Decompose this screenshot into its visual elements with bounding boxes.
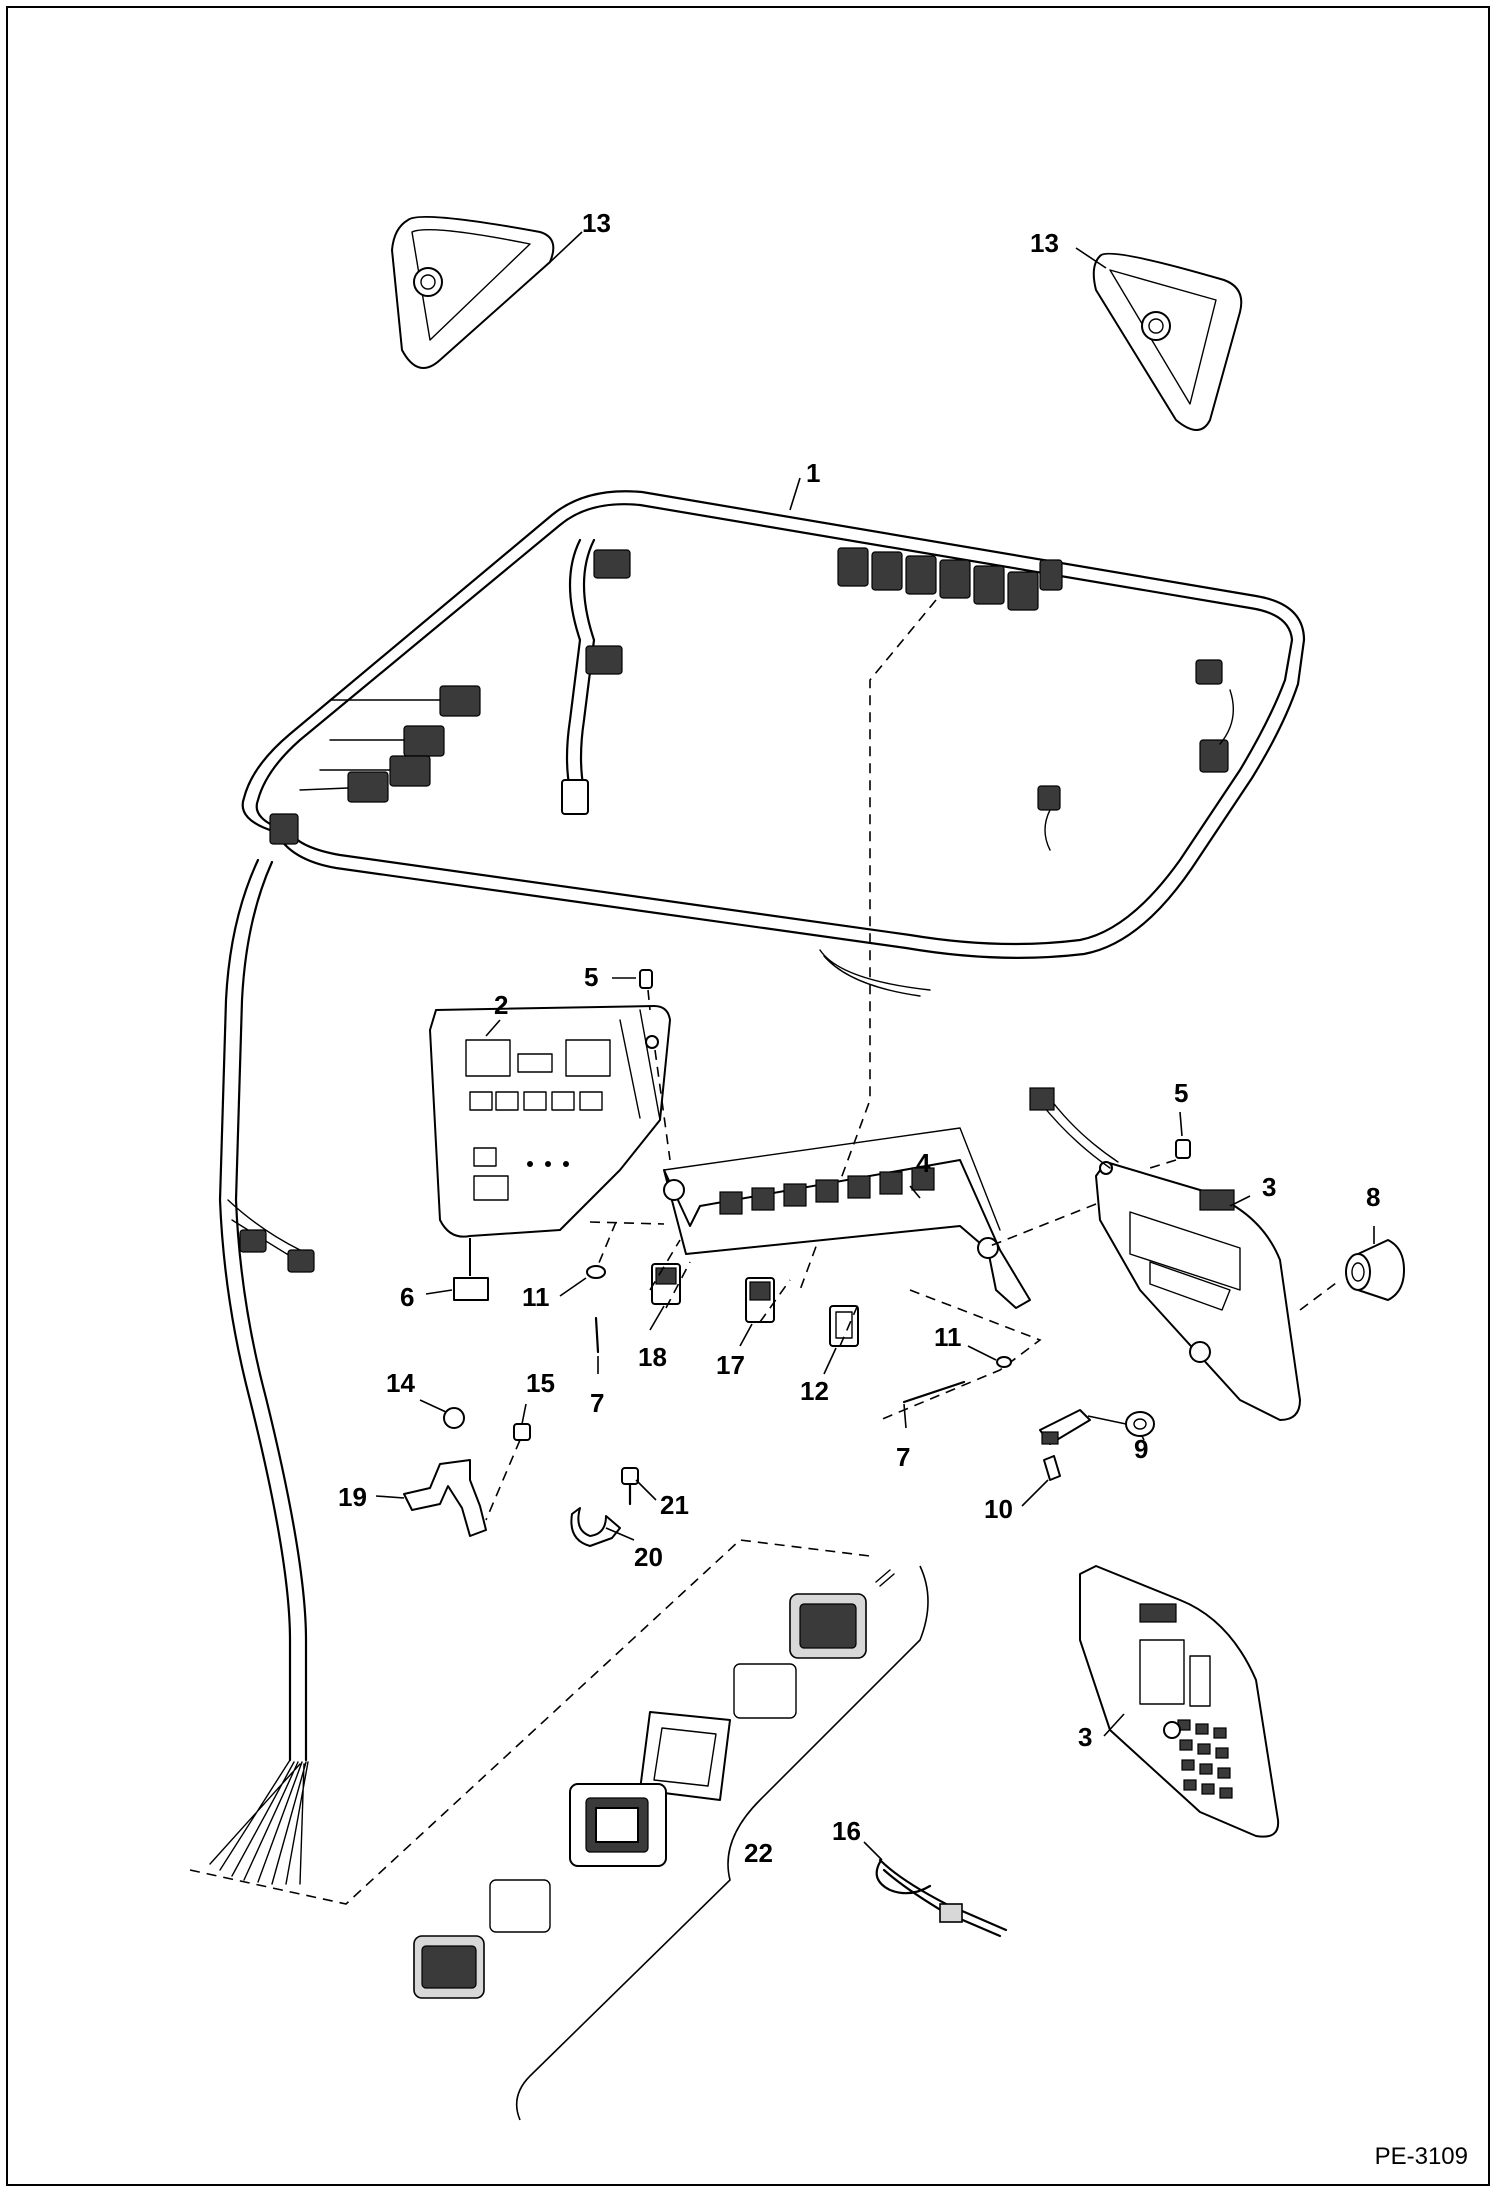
blank-plug-12 <box>829 1305 859 1347</box>
pin-7-right <box>902 1380 966 1404</box>
callout-14: 14 <box>386 1368 415 1398</box>
callout-18: 18 <box>638 1342 667 1372</box>
bolt-21 <box>621 1467 639 1506</box>
screw-right <box>1175 1139 1191 1159</box>
dashed-leader-11-right <box>879 1289 1042 1421</box>
callout-5-upper: 5 <box>584 962 598 992</box>
callout-leaders <box>375 231 1375 1861</box>
top-connector-cluster <box>837 547 1063 611</box>
dashed-leader-harness <box>799 599 937 1291</box>
dome-light-left <box>391 215 555 369</box>
washer-11-right <box>996 1356 1012 1368</box>
right-panel-upper <box>1095 1161 1301 1421</box>
dashed-leader-panel3 <box>989 1203 1097 1247</box>
nut-9 <box>1125 1411 1155 1437</box>
callout-15: 15 <box>526 1368 555 1398</box>
callout-8: 8 <box>1366 1182 1380 1212</box>
callout-7-right: 7 <box>896 1442 910 1472</box>
callout-20: 20 <box>634 1542 663 1572</box>
callout-1: 1 <box>806 458 820 488</box>
callout-6: 6 <box>400 1282 414 1312</box>
cable-tie-16 <box>875 1858 1008 1938</box>
clamp-20 <box>570 1507 621 1547</box>
drawing-border <box>6 6 1490 2186</box>
pigtail-connector <box>1029 1087 1055 1111</box>
callout-2: 2 <box>494 990 508 1020</box>
cap-8 <box>1345 1239 1405 1301</box>
pin-7-left <box>594 1316 600 1354</box>
cap-leader <box>1299 1279 1341 1311</box>
bracket-19 <box>403 1459 487 1537</box>
fitting-15-leader <box>485 1439 521 1521</box>
left-control-panel <box>429 1005 671 1238</box>
callout-10: 10 <box>984 1494 1013 1524</box>
rocker-switch-17 <box>745 1277 775 1323</box>
dome-light-right <box>1092 252 1243 431</box>
main-wire-harness <box>209 490 1306 1885</box>
callout-22: 22 <box>744 1838 773 1868</box>
dashed-leader-switches <box>665 1261 861 1347</box>
fitting-15 <box>513 1423 531 1441</box>
callout-11-right: 11 <box>934 1322 962 1352</box>
callout-13-right: 13 <box>1030 228 1059 258</box>
callout-9: 9 <box>1134 1434 1148 1464</box>
callout-3-lower: 3 <box>1078 1722 1092 1752</box>
callout-16: 16 <box>832 1816 861 1846</box>
callout-5-right: 5 <box>1174 1078 1188 1108</box>
callout-21: 21 <box>660 1490 689 1520</box>
key-switch-10 <box>1039 1409 1127 1481</box>
callout-13-left: 13 <box>582 208 611 238</box>
callout-7-left: 7 <box>590 1388 604 1418</box>
dashed-leader-11-left <box>589 1221 681 1291</box>
callout-labels: 13 13 1 2 5 5 3 8 4 6 11 11 18 17 12 7 7… <box>338 208 1380 1868</box>
washer-11-left <box>586 1265 606 1279</box>
drawing-number: PE-3109 <box>1374 2143 1468 2170</box>
switch-panel-center <box>663 1127 1031 1309</box>
callout-4: 4 <box>916 1148 931 1178</box>
screw-left <box>639 969 671 1161</box>
rocker-switch-18 <box>651 1263 681 1305</box>
connector-kit-22 <box>189 1539 929 2121</box>
screw-right-leader <box>1149 1159 1177 1169</box>
callout-12: 12 <box>800 1376 829 1406</box>
grommet-14 <box>443 1407 465 1429</box>
callout-3-upper: 3 <box>1262 1172 1276 1202</box>
callout-19: 19 <box>338 1482 367 1512</box>
callout-17: 17 <box>716 1350 745 1380</box>
knob <box>453 1238 489 1301</box>
right-panel-lower <box>1079 1565 1280 1838</box>
callout-11-left: 11 <box>522 1282 550 1312</box>
